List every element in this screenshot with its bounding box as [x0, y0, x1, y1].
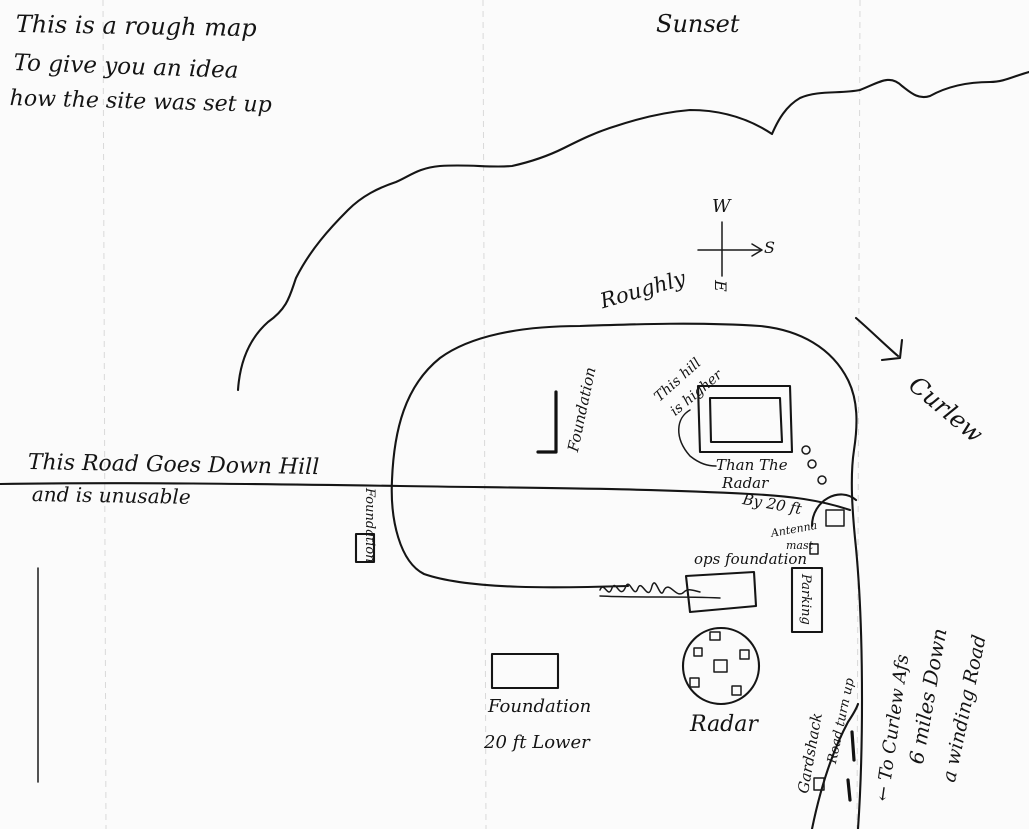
parking-label: Parking: [798, 574, 813, 625]
ops-foundation-box: [684, 570, 758, 614]
radar-pad-4: [689, 677, 700, 688]
main-road: [0, 482, 852, 512]
radar-label: Radar: [690, 712, 758, 737]
marker-circle-3: [817, 475, 827, 485]
foundation-left-label: Foundation: [362, 488, 377, 563]
hill-note-line-3: Than The: [716, 456, 788, 474]
compass-arrowhead: [751, 243, 763, 257]
compass-w-label: W: [712, 196, 731, 217]
guard-shack-road: [810, 702, 860, 829]
hill-box-inner: [708, 396, 784, 444]
marker-circle-1: [801, 445, 811, 455]
fold-crease-left: [102, 0, 107, 829]
radar-center: [713, 659, 728, 673]
scribble-road: [599, 582, 701, 595]
guard-shack-square: [813, 777, 825, 791]
radar-pad-3: [731, 685, 742, 696]
marker-circle-2: [807, 459, 817, 469]
antenna-mast-square: [809, 543, 819, 555]
road-label-line-2: and is unusable: [31, 482, 191, 509]
foundation-lower-label: 20 ft Lower: [484, 732, 590, 753]
sunset-label: Sunset: [656, 10, 740, 38]
road-label-line-1: This Road Goes Down Hill: [27, 450, 320, 481]
radar-pad-2: [739, 649, 750, 660]
radar-pad-5: [693, 647, 703, 657]
hill-note-pointer: [678, 409, 717, 467]
foundation-bottom-label: Foundation: [488, 696, 592, 717]
note-line-1: This is a rough map: [15, 10, 257, 43]
ops-foundation-label: ops foundation: [694, 550, 808, 568]
scribble-road-underline: [599, 595, 721, 599]
compass-e-label: E: [710, 280, 730, 292]
fold-crease-middle: [482, 0, 487, 829]
foundation-bottom-box: [490, 652, 560, 690]
radar-circle: [681, 626, 761, 706]
curlew-arrow: [854, 316, 904, 362]
guard-shack-marks: [846, 730, 856, 802]
parking-box: [790, 566, 824, 634]
foundation-top-marker: [536, 390, 558, 454]
antenna-label-line-2: mast: [786, 539, 814, 552]
hill-note-line-4: Radar: [722, 474, 769, 492]
compass-s-label: S: [764, 238, 775, 257]
radar-pad-1: [709, 631, 721, 641]
foundation-left-square: [354, 532, 376, 564]
ridge-line: [236, 70, 1029, 392]
antenna-arch: [810, 493, 858, 528]
loop-road: [390, 322, 864, 829]
antenna-building: [825, 509, 845, 527]
hill-box-outer: [696, 384, 794, 454]
